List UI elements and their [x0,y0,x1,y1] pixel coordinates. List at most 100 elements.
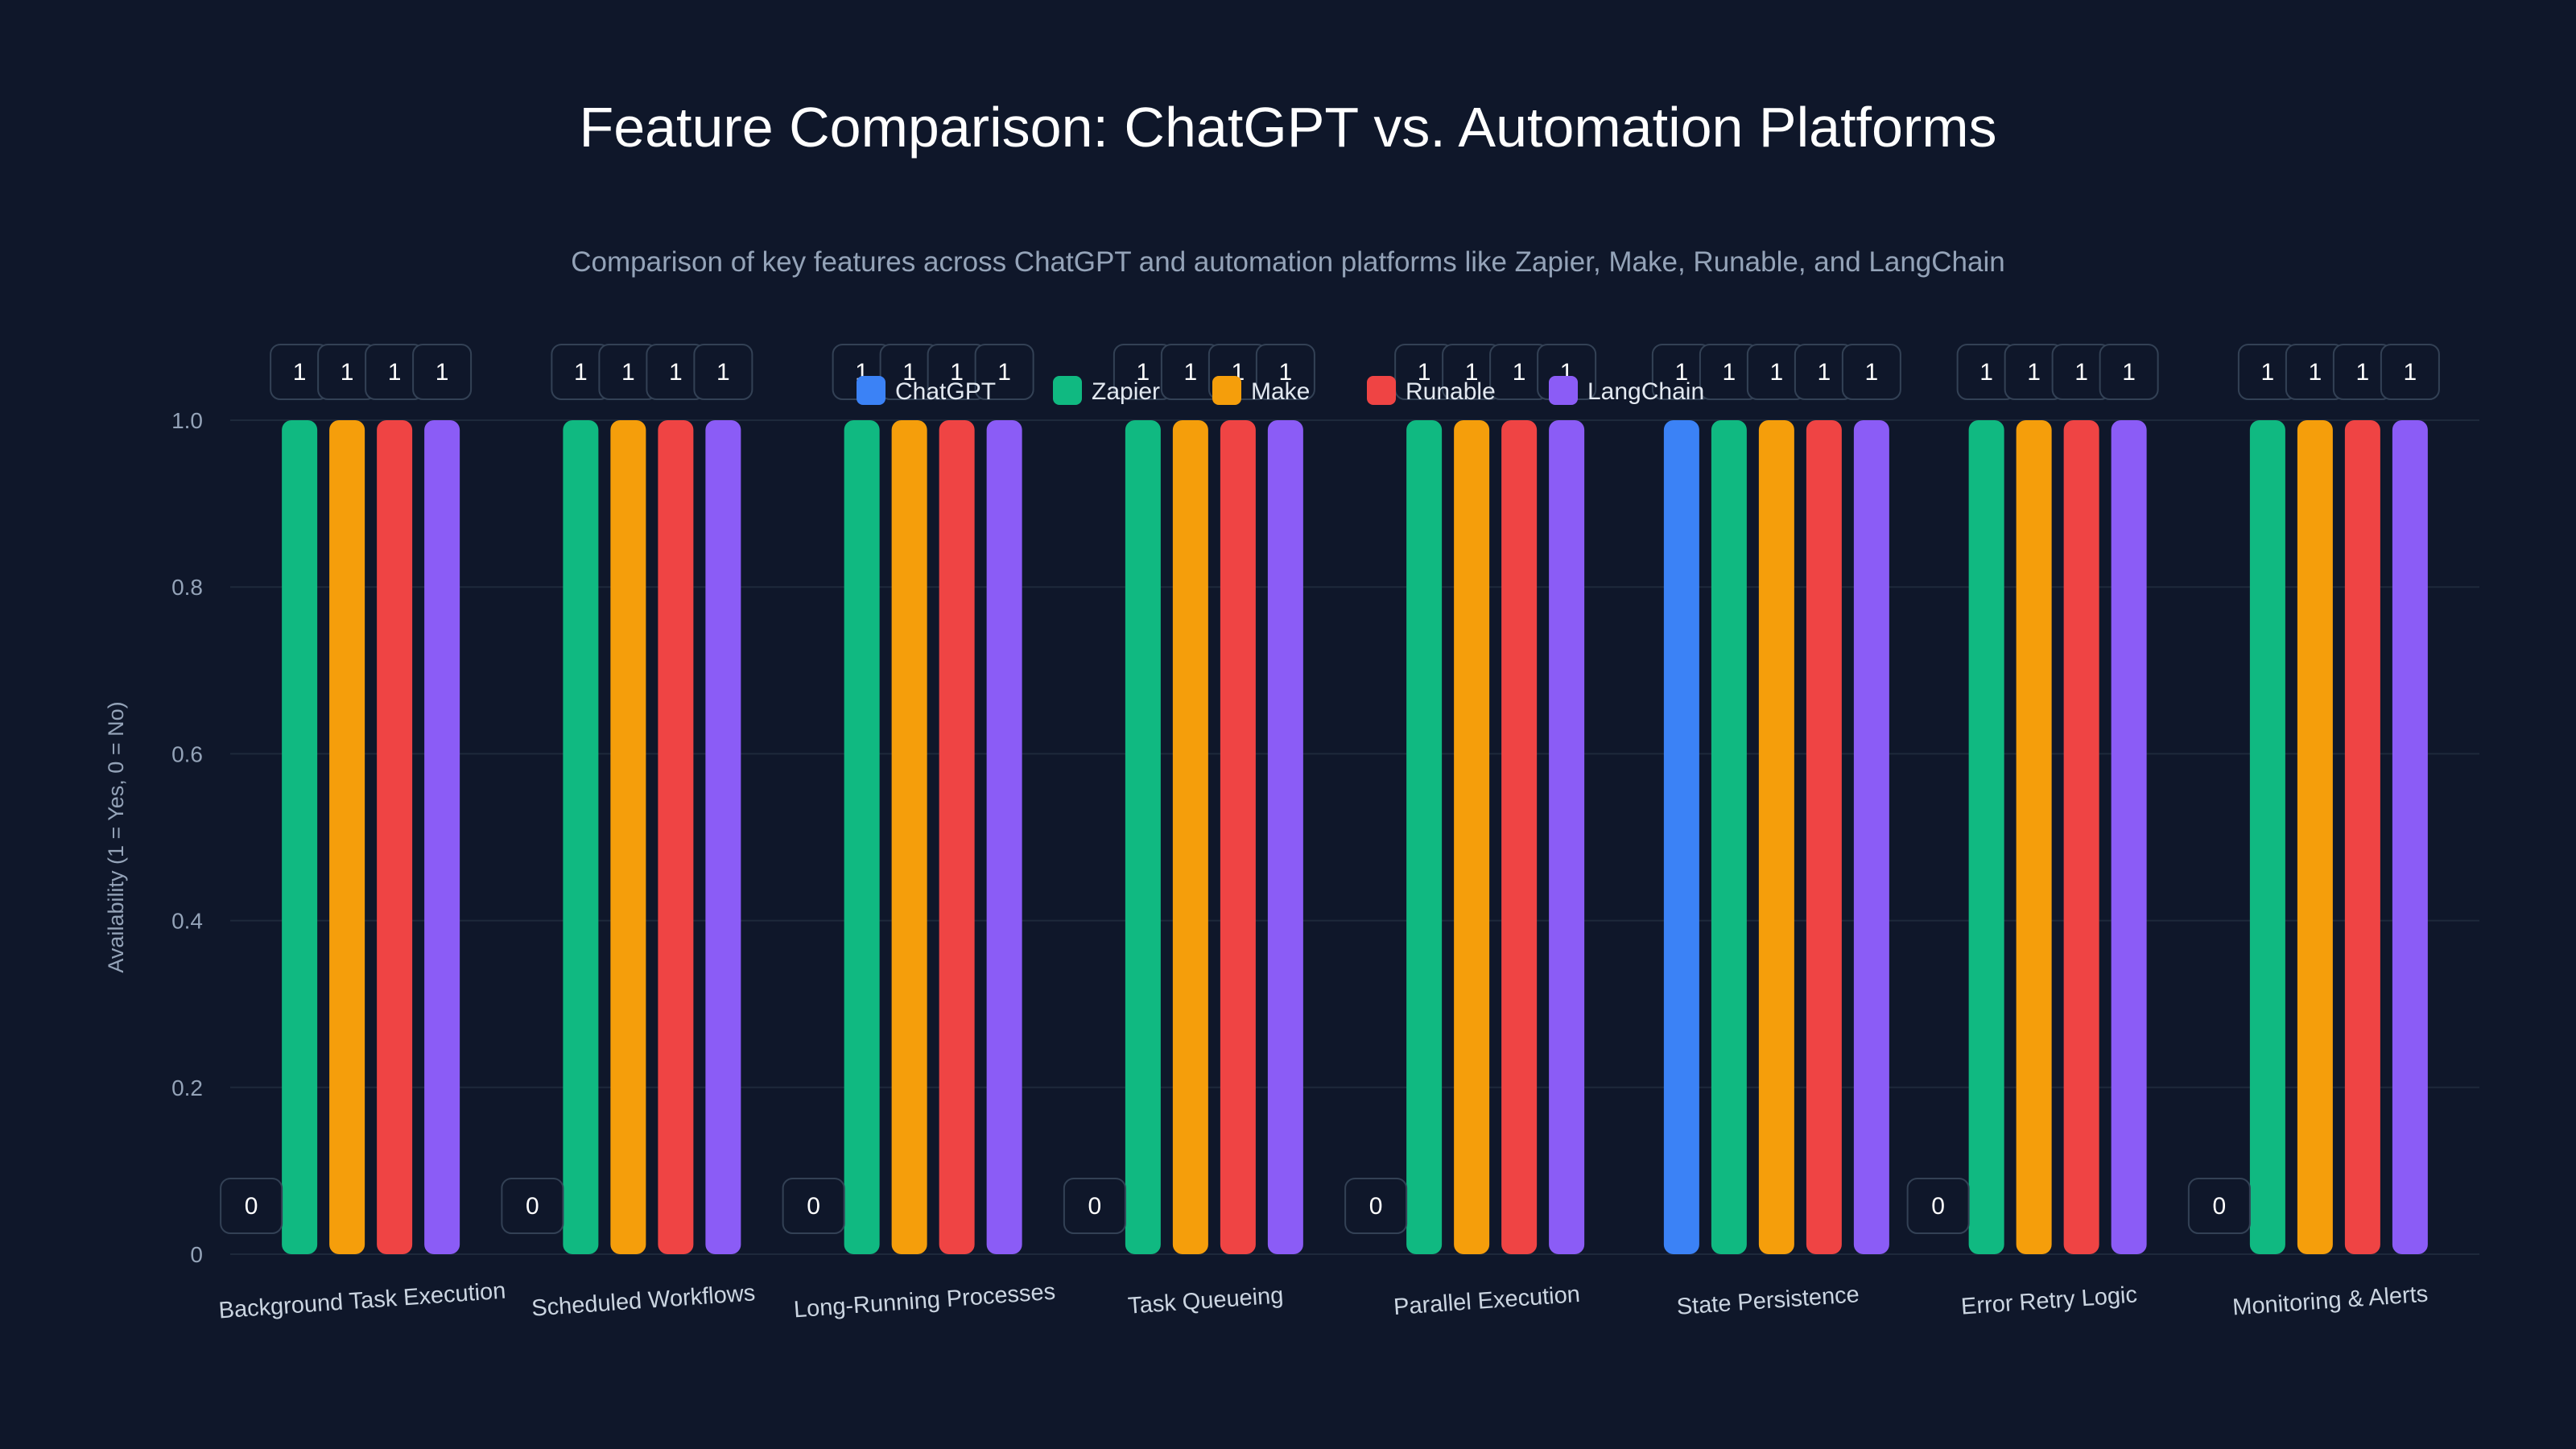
data-label-make-parallel-execution: 1 [1442,344,1502,400]
bar-langchain-long-running-processes [986,420,1022,1254]
bar-make-error-retry-logic [2016,420,2052,1254]
bar-zapier-task-queueing [1125,420,1161,1254]
data-label-chatgpt-scheduled-workflows: 0 [501,1178,564,1234]
data-label-langchain-scheduled-workflows: 1 [693,344,753,400]
legend-item-langchain[interactable]: LangChain [1549,376,1704,405]
svg-text:1: 1 [621,359,635,386]
svg-text:1: 1 [2027,359,2041,386]
bar-chatgpt-state-persistence [1663,420,1699,1254]
bar-runable-task-queueing [1220,420,1256,1254]
data-label-zapier-monitoring-alerts: 1 [2237,344,2297,400]
legend-label-make: Make [1251,378,1310,405]
legend[interactable]: ChatGPT Zapier Make Runable LangChain [857,376,1704,405]
svg-text:0: 0 [807,1193,820,1220]
bar-make-background-task-execution [329,420,365,1254]
bar-runable-monitoring-alerts [2344,420,2380,1254]
legend-item-make[interactable]: Make [1212,376,1310,405]
svg-text:1: 1 [1675,359,1689,386]
bar-make-state-persistence [1758,420,1794,1254]
svg-text:1: 1 [1184,359,1198,386]
bar-zapier-monitoring-alerts [2249,420,2285,1254]
data-label-chatgpt-monitoring-alerts: 0 [2187,1178,2251,1234]
data-label-zapier-scheduled-workflows: 1 [551,344,611,400]
svg-text:1: 1 [1513,359,1526,386]
bar-langchain-parallel-execution [1549,420,1585,1254]
x-axis-categories: Background Task Execution Scheduled Workf… [218,1278,2429,1324]
data-label-zapier-error-retry-logic: 1 [1956,344,2017,400]
svg-text:1: 1 [1137,359,1150,386]
data-label-zapier-state-persistence: 1 [1699,344,1759,400]
svg-text:1: 1 [388,359,402,386]
chart-title: Feature Comparison: ChatGPT vs. Automati… [579,96,1997,159]
data-label-langchain-state-persistence: 1 [1841,344,1901,400]
svg-text:1: 1 [1865,359,1879,386]
data-label-langchain-long-running-processes: 1 [974,344,1034,400]
bar-runable-parallel-execution [1501,420,1538,1254]
legend-label-chatgpt: ChatGPT [895,378,996,405]
bar-zapier-background-task-execution [282,420,318,1254]
legend-swatch-langchain [1549,376,1578,405]
legend-item-chatgpt[interactable]: ChatGPT [857,376,996,405]
data-label-runable-state-persistence: 1 [1794,344,1854,400]
data-label-langchain-monitoring-alerts: 1 [2380,344,2440,400]
legend-swatch-chatgpt [857,376,886,405]
bar-langchain-task-queueing [1267,420,1303,1254]
data-label-langchain-task-queueing: 1 [1255,344,1315,400]
svg-text:0: 0 [245,1193,258,1220]
svg-text:1: 1 [2074,359,2088,386]
data-label-chatgpt-background-task-execution: 0 [220,1178,283,1234]
svg-text:1: 1 [1418,359,1431,386]
bar-zapier-parallel-execution [1406,420,1443,1254]
bar-zapier-error-retry-logic [1968,420,2004,1254]
svg-text:0: 0 [526,1193,539,1220]
svg-text:1: 1 [2261,359,2275,386]
svg-text:1: 1 [574,359,588,386]
bar-make-scheduled-workflows [610,420,646,1254]
legend-label-runable: Runable [1406,378,1496,405]
y-tick-0-8: 0.8 [171,575,203,600]
data-label-runable-parallel-execution: 1 [1489,344,1550,400]
x-tick-scheduled-workflows: Scheduled Workflows [530,1280,756,1321]
x-tick-background-task-execution: Background Task Execution [218,1278,507,1324]
bar-make-task-queueing [1172,420,1208,1254]
bar-langchain-state-persistence [1853,420,1889,1254]
data-label-zapier-task-queueing: 1 [1113,344,1173,400]
legend-item-zapier[interactable]: Zapier [1053,376,1160,405]
legend-swatch-make [1212,376,1241,405]
bars [282,420,2428,1254]
data-label-langchain-error-retry-logic: 1 [2099,344,2159,400]
y-tick-0-4: 0.4 [171,909,203,934]
bar-runable-long-running-processes [939,420,975,1254]
bar-langchain-scheduled-workflows [705,420,741,1254]
bar-zapier-scheduled-workflows [563,420,599,1254]
svg-text:0: 0 [1088,1193,1102,1220]
grid-lines [230,419,2479,1255]
data-label-runable-scheduled-workflows: 1 [646,344,706,400]
x-tick-monitoring-alerts: Monitoring & Alerts [2231,1282,2429,1321]
svg-text:1: 1 [2356,359,2370,386]
x-tick-parallel-execution: Parallel Execution [1393,1282,1581,1320]
svg-text:1: 1 [1465,359,1479,386]
data-label-zapier-background-task-execution: 1 [270,344,330,400]
y-tick-0: 0 [190,1242,203,1267]
svg-text:1: 1 [436,359,449,386]
bar-langchain-monitoring-alerts [2392,420,2428,1254]
x-tick-state-persistence: State Persistence [1676,1282,1860,1320]
svg-text:1: 1 [716,359,730,386]
svg-text:0: 0 [1931,1193,1945,1220]
bar-make-parallel-execution [1454,420,1490,1254]
data-label-chatgpt-long-running-processes: 0 [782,1178,845,1234]
y-tick-1-0: 1.0 [171,408,203,433]
bar-runable-background-task-execution [377,420,413,1254]
svg-text:1: 1 [1818,359,1831,386]
svg-text:1: 1 [1979,359,1993,386]
bar-make-monitoring-alerts [2297,420,2333,1254]
svg-text:1: 1 [2309,359,2322,386]
svg-text:0: 0 [1369,1193,1383,1220]
legend-item-runable[interactable]: Runable [1367,376,1496,405]
svg-text:1: 1 [293,359,307,386]
svg-text:1: 1 [1279,359,1293,386]
y-tick-0-6: 0.6 [171,741,203,766]
